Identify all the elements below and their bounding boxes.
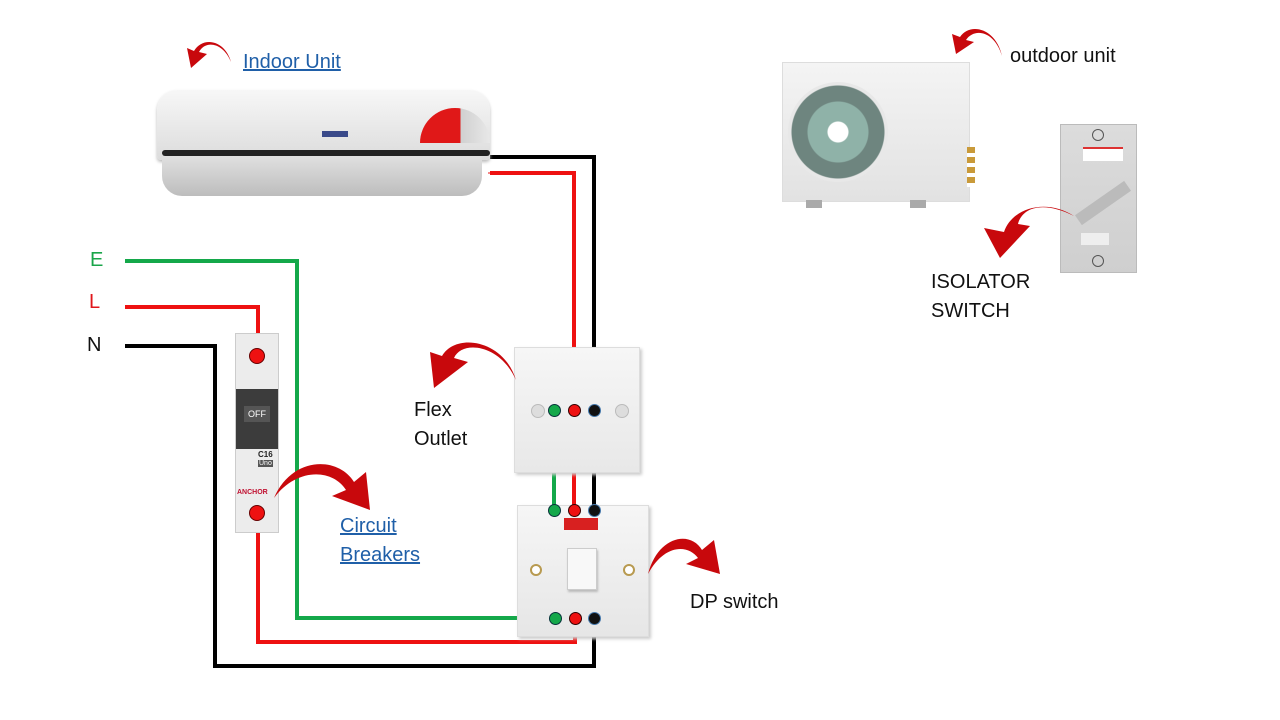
dp-indicator-light bbox=[564, 518, 598, 530]
dp-switch-label: DP switch bbox=[690, 591, 779, 613]
dp-terminal-earth-out bbox=[549, 612, 562, 625]
circuit-breakers-label-line1[interactable]: Circuit bbox=[340, 515, 397, 537]
earth-wire bbox=[125, 259, 555, 620]
live-label: L bbox=[89, 291, 101, 313]
isolator-switch[interactable] bbox=[1060, 124, 1137, 273]
isolator-arrow-icon bbox=[984, 206, 1074, 258]
dp-terminal-live-out bbox=[569, 612, 582, 625]
indoor-arrow-icon bbox=[187, 42, 231, 68]
flex-terminal-earth bbox=[548, 404, 561, 417]
flex-outlet-label-line2: Outlet bbox=[414, 428, 468, 450]
circuit-breakers-label-line2[interactable]: Breakers bbox=[340, 544, 421, 566]
brand-logo bbox=[322, 131, 348, 137]
indoor-unit bbox=[157, 90, 490, 198]
outdoor-unit-label: outdoor unit bbox=[1010, 45, 1116, 67]
isolator-label-line1: ISOLATOR bbox=[931, 271, 1031, 293]
outdoor-unit bbox=[782, 62, 975, 210]
circuit-breaker[interactable]: OFF C16 Uno ANCHOR bbox=[235, 333, 279, 533]
breaker-rating: C16 bbox=[258, 450, 273, 459]
breaker-arrow-icon bbox=[274, 464, 370, 510]
breaker-series: Uno bbox=[258, 460, 273, 467]
fan-grille bbox=[788, 82, 888, 182]
neutral-label: N bbox=[87, 334, 102, 356]
breaker-terminal-out bbox=[249, 505, 265, 521]
outdoor-arrow-icon bbox=[952, 29, 1002, 56]
flex-terminal-live bbox=[568, 404, 581, 417]
flex-terminal-neutral bbox=[588, 404, 601, 417]
dp-terminal-neutral-in bbox=[588, 504, 601, 517]
neutral-wire-supply bbox=[125, 344, 596, 668]
breaker-terminal-in bbox=[249, 348, 265, 364]
flex-outlet-label-line1: Flex bbox=[414, 399, 452, 421]
dp-terminal-live-in bbox=[568, 504, 581, 517]
dp-switch[interactable] bbox=[517, 505, 649, 637]
dp-rocker[interactable] bbox=[567, 548, 597, 590]
dp-terminal-earth-in bbox=[548, 504, 561, 517]
breaker-brand: ANCHOR bbox=[237, 489, 268, 496]
isolator-label-line2: SWITCH bbox=[931, 300, 1010, 322]
breaker-state: OFF bbox=[244, 406, 270, 422]
dp-arrow-icon bbox=[648, 538, 720, 574]
indoor-unit-label[interactable]: Indoor Unit bbox=[243, 51, 341, 73]
dp-terminal-neutral-out bbox=[588, 612, 601, 625]
flex-arrow-icon bbox=[430, 342, 516, 388]
earth-label: E bbox=[90, 249, 104, 271]
